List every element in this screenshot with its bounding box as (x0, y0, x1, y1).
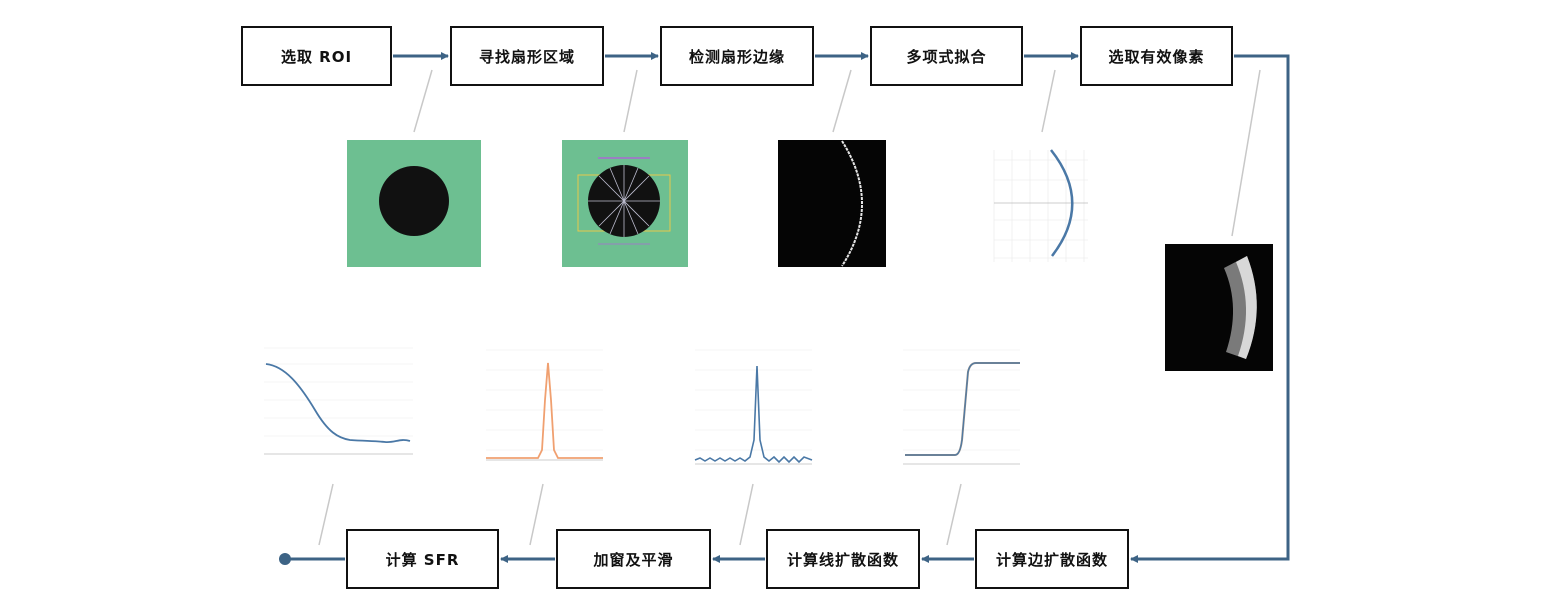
step-detect-sector-edge: 检测扇形边缘 (660, 26, 814, 86)
esf-thumbnail-icon (896, 343, 1022, 473)
valid-pixels-thumbnail-icon (1165, 244, 1273, 371)
fit-thumbnail-icon (984, 140, 1090, 267)
end-dot (279, 553, 291, 565)
roi-thumbnail-icon (347, 140, 481, 267)
leader-lsf (739, 483, 754, 546)
sector-thumbnail-icon (562, 140, 688, 267)
sfr-thumbnail-icon (250, 343, 415, 473)
connector-valid-to-esf (1130, 54, 1290, 563)
leader-window (529, 483, 544, 546)
leader-valid (1231, 69, 1261, 237)
windowed-thumbnail-icon (479, 343, 605, 473)
step-compute-sfr: 计算 SFR (346, 529, 499, 589)
step-compute-lsf: 计算线扩散函数 (766, 529, 920, 589)
step-select-valid-pixels: 选取有效像素 (1080, 26, 1233, 86)
edge-thumbnail-icon (778, 140, 886, 267)
step-polynomial-fit: 多项式拟合 (870, 26, 1023, 86)
leader-fit (1041, 69, 1056, 133)
leader-lines (318, 69, 1261, 546)
leader-edge (832, 69, 852, 133)
step-find-sector-region: 寻找扇形区域 (450, 26, 604, 86)
step-compute-esf: 计算边扩散函数 (975, 529, 1129, 589)
leader-roi (413, 69, 433, 133)
step-select-roi: 选取 ROI (241, 26, 392, 86)
lsf-thumbnail-icon (688, 343, 814, 473)
leader-sector (623, 69, 638, 133)
leader-sfr (318, 483, 334, 546)
leader-esf (946, 483, 962, 546)
step-window-and-smooth: 加窗及平滑 (556, 529, 711, 589)
